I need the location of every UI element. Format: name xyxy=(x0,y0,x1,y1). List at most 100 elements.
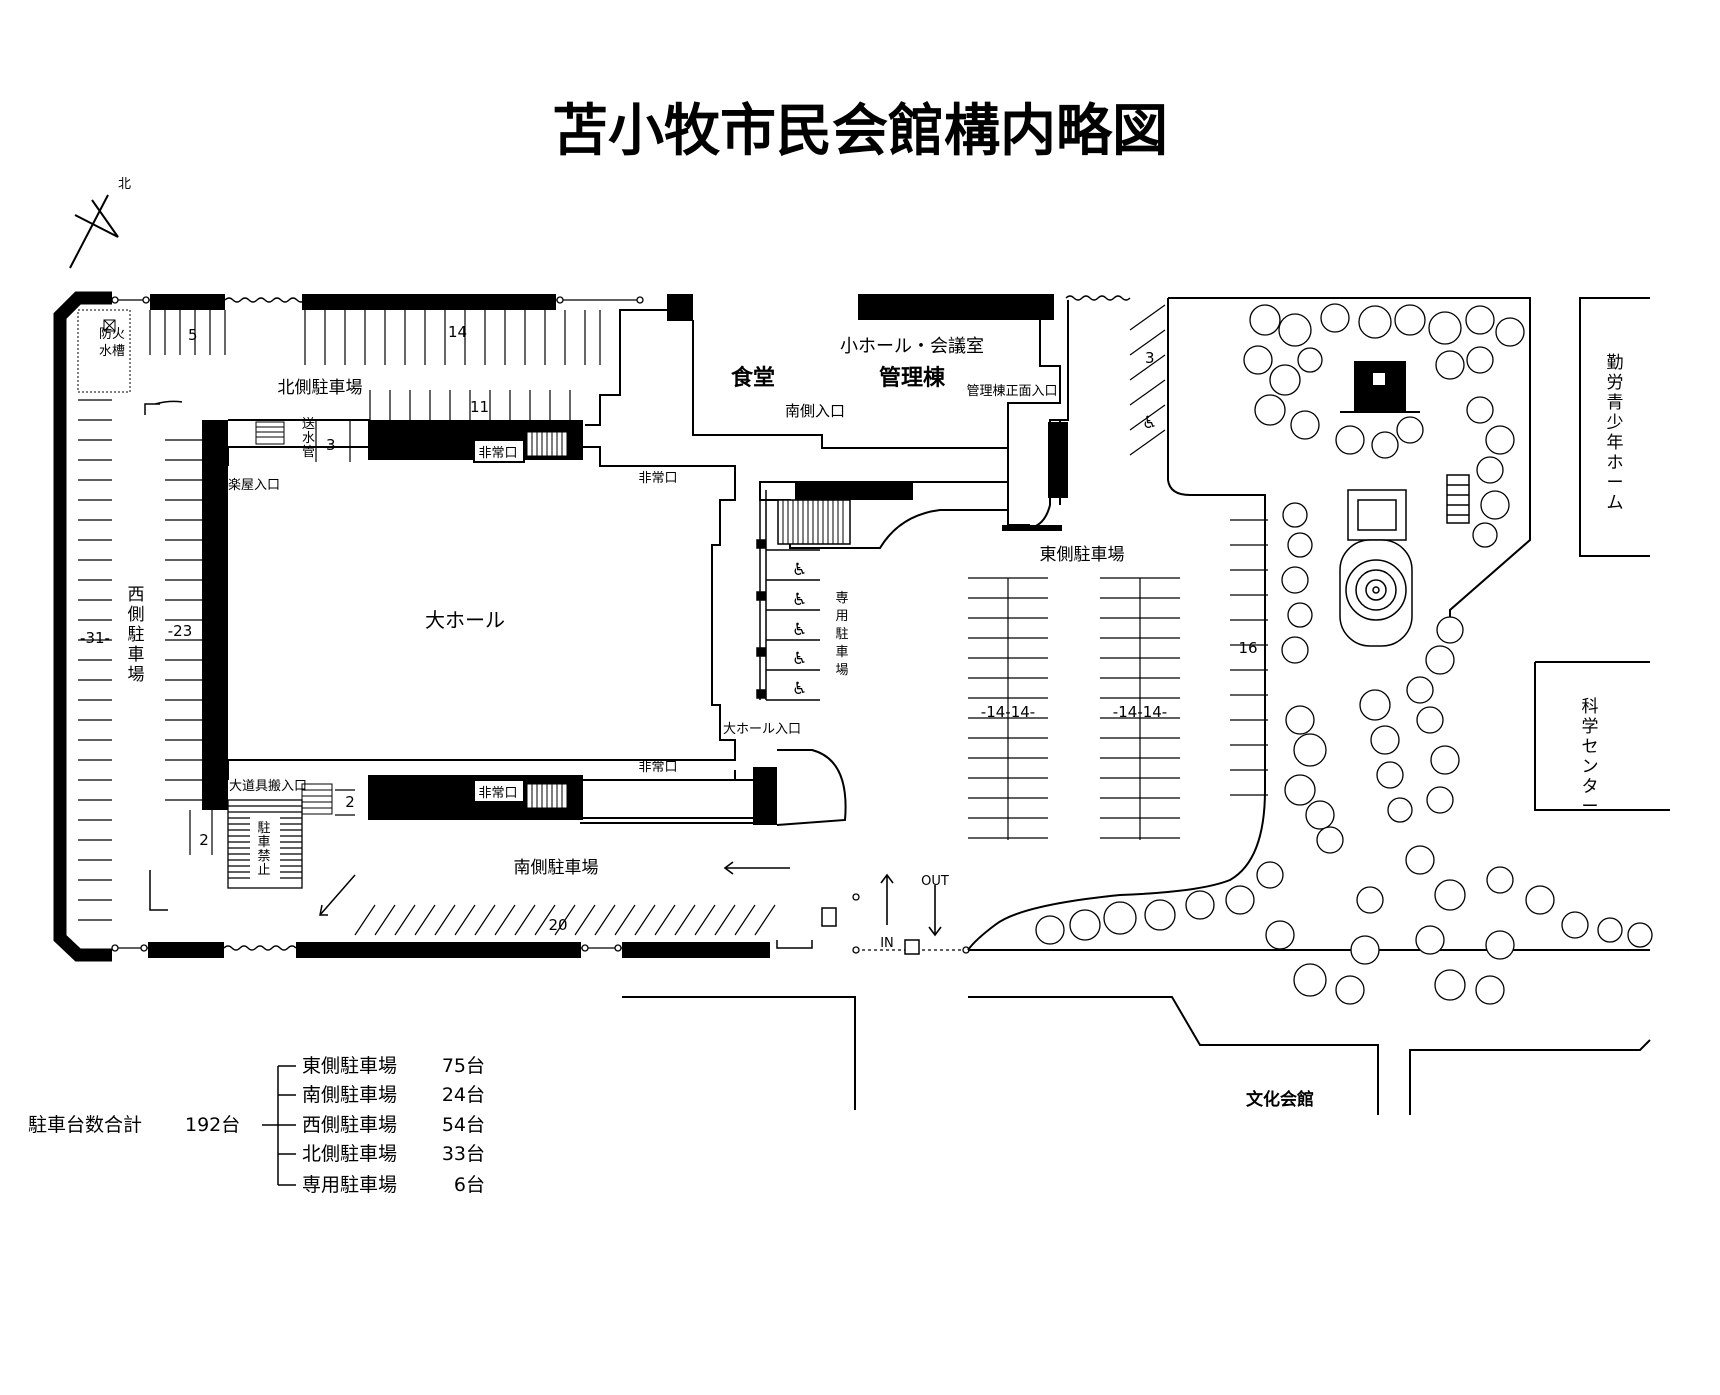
science-center-label: ン xyxy=(1582,757,1599,777)
private-lot-label: 駐 xyxy=(835,627,848,642)
legend-item-name: 南側駐車場 xyxy=(302,1084,397,1106)
east-lot-label: 東側駐車場 xyxy=(1040,545,1125,565)
count-east-16: 16 xyxy=(1238,639,1257,657)
south-lot-label: 南側駐車場 xyxy=(514,858,599,878)
wheelchair-icon: ♿ xyxy=(792,590,807,610)
youth-home-label: 勤 xyxy=(1607,353,1624,373)
total-label: 駐車台数合計 xyxy=(28,1114,142,1136)
emergency-exit-label: 非常口 xyxy=(478,446,517,461)
legend-item-name: 北側駐車場 xyxy=(302,1143,397,1165)
count-west-2: 2 xyxy=(345,793,355,811)
count-west-2: 2 xyxy=(199,831,209,849)
north-lot-label: 北側駐車場 xyxy=(278,378,363,398)
stairs xyxy=(255,421,568,815)
private-lot-label: 場 xyxy=(835,663,848,678)
no-parking-zone xyxy=(227,799,303,889)
wheelchair-icon: ♿ xyxy=(792,620,807,640)
count-north-5: 5 xyxy=(188,326,198,344)
west-lot-label: 西 xyxy=(128,585,145,605)
science-center-label: セ xyxy=(1582,737,1599,757)
south-entrance-label: 南側入口 xyxy=(785,402,845,420)
count-east-14-14: -14-14- xyxy=(981,703,1035,721)
count-west-23: -23 xyxy=(168,622,193,640)
admin-entrance-label: 管理棟正面入口 xyxy=(966,384,1057,399)
legend-item-value: 54台 xyxy=(442,1114,485,1136)
parking-stalls xyxy=(78,304,1268,936)
west-lot-label: 車 xyxy=(128,645,145,665)
legend-item-value: 6台 xyxy=(454,1174,485,1196)
wheelchair-icon: ♿ xyxy=(792,560,807,580)
main-building xyxy=(202,309,847,826)
private-lot-label: 用 xyxy=(835,609,848,624)
youth-home-label: 少 xyxy=(1607,413,1624,433)
gate xyxy=(776,907,920,955)
wheelchair-icon: ♿ xyxy=(792,649,807,669)
no-parking-label: 車 xyxy=(257,835,270,850)
science-center-label: 学 xyxy=(1582,717,1599,737)
no-parking-label: 禁 xyxy=(257,849,270,864)
east-road xyxy=(967,297,1670,951)
legend-item-value: 75台 xyxy=(442,1055,485,1077)
count-east-14-14: -14-14- xyxy=(1113,703,1167,721)
no-parking-label: 止 xyxy=(257,863,270,878)
small-hall-label: 小ホール・会議室 xyxy=(840,336,984,357)
emergency-exit-label: 非常口 xyxy=(638,471,677,486)
water-pipe-label: 管 xyxy=(302,445,315,460)
count-north-11: 11 xyxy=(470,398,489,416)
admin-building xyxy=(692,300,1069,549)
youth-home-label: 年 xyxy=(1607,433,1624,453)
total-value: 192台 xyxy=(185,1114,240,1136)
legend-item-name: 西側駐車場 xyxy=(302,1114,397,1136)
count-east-3: 3 xyxy=(1145,349,1155,367)
emergency-exit-label: 非常口 xyxy=(638,760,677,775)
youth-home-label: ホ xyxy=(1607,453,1624,473)
fountain-icon xyxy=(1339,474,1470,647)
culture-hall-label: 文化会館 xyxy=(1246,1089,1314,1110)
youth-home-label: 青 xyxy=(1607,393,1624,413)
streets xyxy=(622,996,1651,1115)
garden-trees xyxy=(1035,303,1653,1005)
out-label: OUT xyxy=(921,874,949,889)
water-pipe-label: 送 xyxy=(302,417,315,432)
west-lot-label: 場 xyxy=(128,665,145,685)
private-lot-label: 専 xyxy=(835,591,848,606)
emergency-exit-label: 非常口 xyxy=(478,786,517,801)
legend-item-name: 専用駐車場 xyxy=(302,1174,397,1196)
admin-building-label: 管理棟 xyxy=(879,365,946,391)
water-pipe-label: 水 xyxy=(302,431,315,446)
parking-summary: 駐車台数合計 192台 東側駐車場 75台 南側駐車場 24台 西側駐車場 54… xyxy=(28,1055,485,1196)
monument-icon xyxy=(1340,361,1420,413)
west-lot-label: 駐 xyxy=(128,625,145,645)
science-center-label: 科 xyxy=(1582,697,1599,717)
big-hall-entrance: 大ホール入口 xyxy=(723,722,801,737)
wheelchair-icon: ♿ xyxy=(792,679,807,699)
legend-item-value: 33台 xyxy=(442,1143,485,1165)
wheelchair-icons: ♿ ♿ ♿ ♿ ♿ ♿ xyxy=(792,413,1157,699)
north-arrow-icon xyxy=(69,194,119,269)
fire-tank-label: 水槽 xyxy=(99,344,125,359)
private-parking xyxy=(756,490,820,701)
in-label: IN xyxy=(880,936,894,951)
north-label: 北 xyxy=(118,177,131,192)
count-south-20: 20 xyxy=(548,916,567,934)
legend-item-value: 24台 xyxy=(442,1084,485,1106)
restaurant-label: 食堂 xyxy=(731,365,775,391)
page-title: 苫小牧市民会館構内略図 xyxy=(552,99,1168,164)
no-parking-label: 駐 xyxy=(257,821,270,836)
youth-home-label: ム xyxy=(1607,493,1624,513)
west-lot-label: 側 xyxy=(128,605,145,625)
traffic-arrows xyxy=(723,861,942,937)
count-north-3: 3 xyxy=(326,436,336,454)
youth-home-label: ー xyxy=(1607,473,1624,493)
props-entrance: 大道具搬入口 xyxy=(229,779,307,794)
youth-home xyxy=(1579,297,1650,557)
youth-home-label: 労 xyxy=(1607,373,1624,393)
count-west-31: -31- xyxy=(80,629,110,647)
count-north-14: 14 xyxy=(448,323,467,341)
legend-item-name: 東側駐車場 xyxy=(302,1055,397,1077)
fire-tank-label: 防火 xyxy=(99,326,125,342)
private-lot-label: 車 xyxy=(835,645,848,660)
fire-water-tank xyxy=(77,309,131,393)
dressing-room-entrance: 楽屋入口 xyxy=(228,477,280,493)
